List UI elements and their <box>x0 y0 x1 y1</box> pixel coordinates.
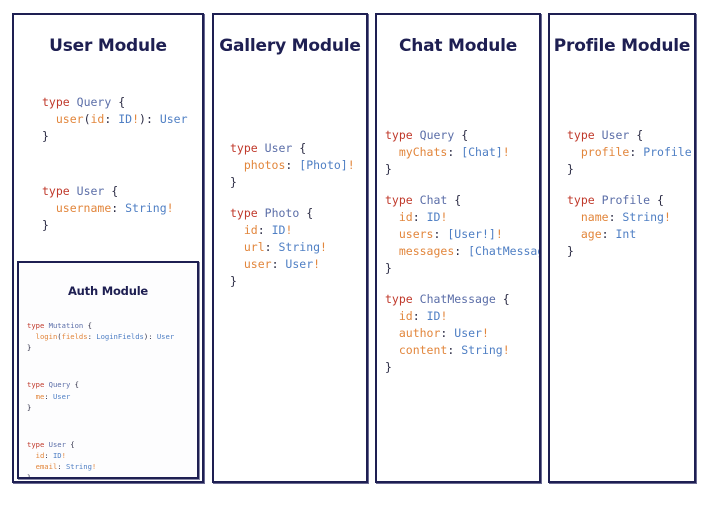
panel-title-chat-module: Chat Module <box>398 36 518 56</box>
code-block-gallery-module: type User { photos: [Photo]! } type Phot… <box>214 56 366 290</box>
schema-type-chat: type Chat { id: ID! users: [User!]! mess… <box>385 193 539 276</box>
panel-title-profile-module: Profile Module <box>553 36 691 56</box>
code-block-chat-module: type Query { myChats: [Chat]! } type Cha… <box>377 56 539 376</box>
schema-type-user: type User { username: String! } <box>42 184 174 233</box>
module-panel-auth-module[interactable]: Auth Module type Mutation { login(fields… <box>17 261 199 479</box>
module-panel-chat-module[interactable]: Chat Module type Query { myChats: [Chat]… <box>375 13 541 483</box>
schema-type-query: type Query { myChats: [Chat]! } <box>385 128 510 177</box>
schema-type-profile: type Profile { name: String! age: Int } <box>567 193 671 259</box>
code-block-auth-module: type Mutation { login(fields: LoginField… <box>19 298 197 479</box>
schema-type-photo: type Photo { id: ID! url: String! user: … <box>230 206 327 289</box>
code-block-user-module: type Query { user(id: ID!): User } type … <box>14 56 202 234</box>
module-panel-profile-module[interactable]: Profile Module type User { profile: Prof… <box>548 13 696 483</box>
schema-type-chatmessage: type ChatMessage { id: ID! author: User!… <box>385 292 510 375</box>
module-panel-user-module[interactable]: User Module type Query { user(id: ID!): … <box>12 13 204 483</box>
panel-title-user-module: User Module <box>49 36 167 56</box>
panel-title-gallery-module: Gallery Module <box>219 36 361 56</box>
schema-type-query: type Query { me: User } <box>27 380 79 412</box>
module-panel-gallery-module[interactable]: Gallery Module type User { photos: [Phot… <box>212 13 368 483</box>
code-block-profile-module: type User { profile: Profile! } type Pro… <box>550 56 694 260</box>
schema-type-user: type User { photos: [Photo]! } <box>230 141 355 190</box>
panel-title-auth-module: Auth Module <box>67 284 149 298</box>
schema-type-mutation: type Mutation { login(fields: LoginField… <box>27 321 175 353</box>
schema-type-query: type Query { user(id: ID!): User } <box>42 95 188 144</box>
schema-type-user: type User { profile: Profile! } <box>567 128 694 177</box>
schema-type-user: type User { id: ID! email: String! } <box>27 439 97 479</box>
